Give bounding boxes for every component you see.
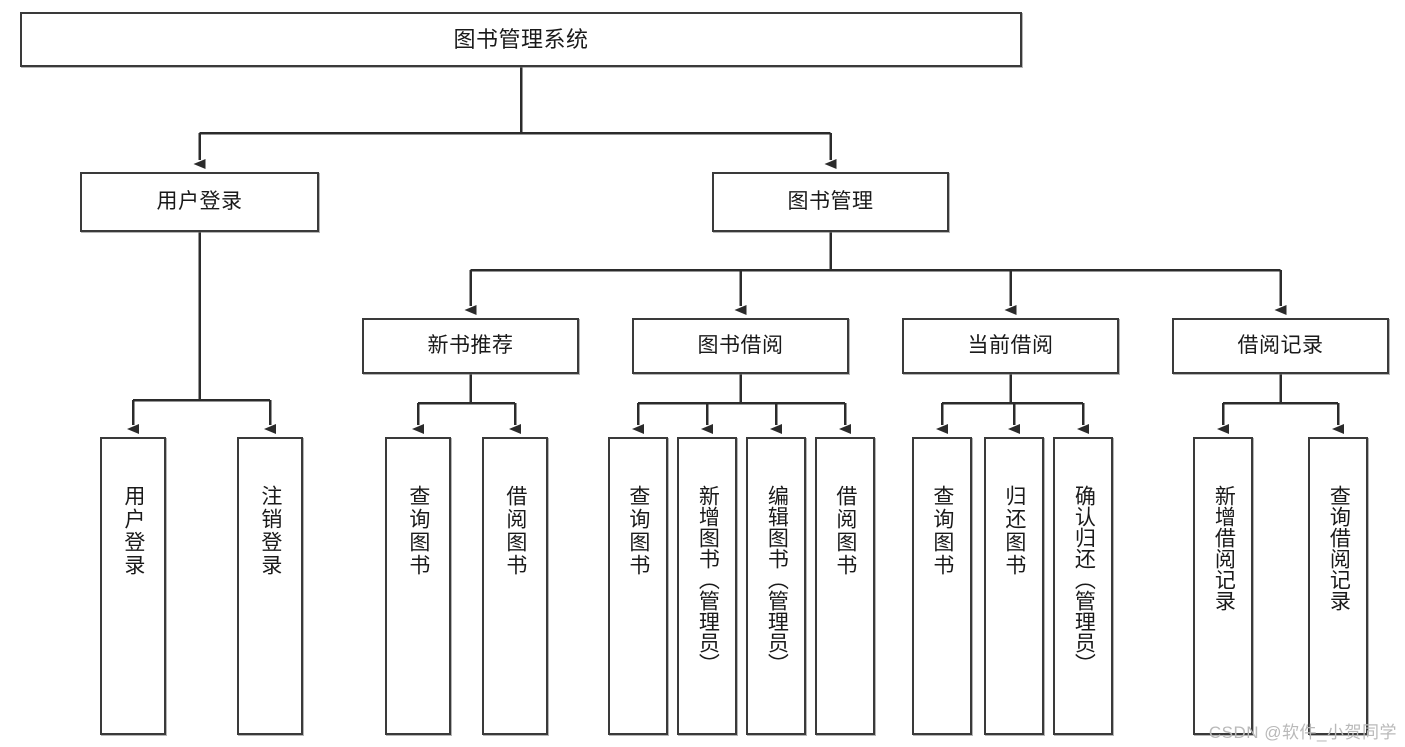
node-leaf-confirm-return[interactable]: 确认归还（管理员） xyxy=(1053,437,1113,735)
node-label: 借阅图书 xyxy=(833,485,857,577)
node-user-login[interactable]: 用户登录 xyxy=(80,172,319,232)
node-label: 当前借阅 xyxy=(967,333,1054,357)
node-label: 查询借阅记录 xyxy=(1327,485,1351,611)
node-label: 编辑图书（管理员） xyxy=(765,485,789,674)
node-label: 图书管理 xyxy=(787,189,874,213)
node-current-borrow[interactable]: 当前借阅 xyxy=(902,318,1119,374)
node-leaf-borrow-book-2[interactable]: 借阅图书 xyxy=(815,437,875,735)
node-root[interactable]: 图书管理系统 xyxy=(20,12,1022,67)
node-label: 借阅图书 xyxy=(503,485,527,577)
node-leaf-query-book-3[interactable]: 查询图书 xyxy=(912,437,972,735)
node-label: 新增借阅记录 xyxy=(1212,485,1236,611)
node-label: 新书推荐 xyxy=(427,333,514,357)
node-leaf-query-book-2[interactable]: 查询图书 xyxy=(608,437,668,735)
node-leaf-query-record[interactable]: 查询借阅记录 xyxy=(1308,437,1368,735)
node-book-manage[interactable]: 图书管理 xyxy=(712,172,949,232)
node-label: 归还图书 xyxy=(1002,485,1026,577)
watermark: CSDN @软件_小贺同学 xyxy=(1208,723,1397,742)
node-leaf-user-login[interactable]: 用户登录 xyxy=(100,437,166,735)
node-label: 图书管理系统 xyxy=(453,26,589,52)
node-borrow-record[interactable]: 借阅记录 xyxy=(1172,318,1389,374)
node-book-borrow[interactable]: 图书借阅 xyxy=(632,318,849,374)
node-leaf-add-record[interactable]: 新增借阅记录 xyxy=(1193,437,1253,735)
node-leaf-edit-book[interactable]: 编辑图书（管理员） xyxy=(746,437,806,735)
node-label: 注销登录 xyxy=(258,485,282,577)
node-leaf-query-book-1[interactable]: 查询图书 xyxy=(385,437,451,735)
node-label: 查询图书 xyxy=(406,485,430,577)
node-leaf-add-book[interactable]: 新增图书（管理员） xyxy=(677,437,737,735)
node-leaf-borrow-book-1[interactable]: 借阅图书 xyxy=(482,437,548,735)
node-new-book-rec[interactable]: 新书推荐 xyxy=(362,318,579,374)
node-label: 借阅记录 xyxy=(1237,333,1324,357)
node-leaf-user-logout[interactable]: 注销登录 xyxy=(237,437,303,735)
node-label: 用户登录 xyxy=(156,189,243,213)
node-label: 新增图书（管理员） xyxy=(696,485,720,674)
node-leaf-return-book[interactable]: 归还图书 xyxy=(984,437,1044,735)
node-label: 用户登录 xyxy=(121,485,145,577)
node-label: 查询图书 xyxy=(626,485,650,577)
node-label: 确认归还（管理员） xyxy=(1072,485,1096,674)
node-label: 图书借阅 xyxy=(697,333,784,357)
node-label: 查询图书 xyxy=(930,485,954,577)
